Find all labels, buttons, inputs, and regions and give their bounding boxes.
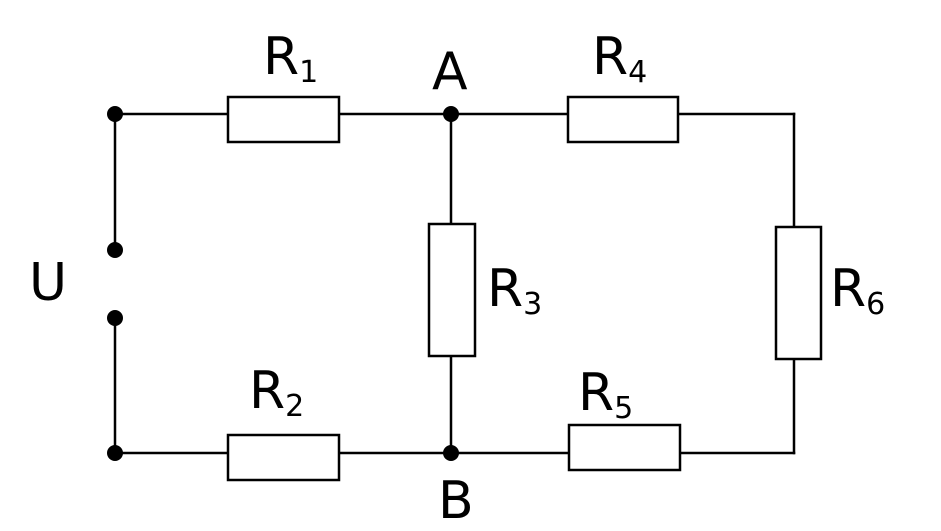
resistor-label-r6-symbol: R [830, 259, 866, 319]
labels: U A B R1 R4 R3 R6 R2 R5 [29, 27, 885, 531]
resistor-label-r6-index: 6 [866, 287, 885, 322]
resistor-r6 [774, 225, 823, 361]
source-terminal-lower-dot [107, 310, 123, 326]
resistor-label-r5-symbol: R [578, 363, 614, 423]
source-label: U [29, 253, 67, 313]
resistor-label-r1-symbol: R [263, 27, 299, 87]
resistor-label-r4-index: 4 [628, 55, 647, 90]
resistor-label-r2: R2 [249, 361, 304, 424]
resistor-label-r4-symbol: R [592, 27, 628, 87]
resistor-label-r3: R3 [487, 259, 542, 322]
resistor-r2 [226, 433, 341, 482]
node-b-label: B [438, 471, 474, 531]
resistor-label-r1: R1 [263, 27, 318, 90]
terminal-top-left-dot [107, 106, 123, 122]
resistor-r5 [567, 423, 682, 472]
resistor-label-r3-symbol: R [487, 259, 523, 319]
resistor-label-r3-index: 3 [523, 287, 542, 322]
resistor-r3 [427, 222, 477, 358]
connection-dots [107, 106, 459, 461]
resistor-r4 [566, 95, 680, 144]
source-terminal-upper-dot [107, 242, 123, 258]
node-a-dot [443, 106, 459, 122]
resistor-label-r5: R5 [578, 363, 633, 426]
resistor-bodies [226, 95, 823, 482]
resistor-label-r6: R6 [830, 259, 885, 322]
resistor-label-r2-index: 2 [285, 389, 304, 424]
wires [113, 112, 796, 455]
node-b-dot [443, 445, 459, 461]
resistor-label-r2-symbol: R [249, 361, 285, 421]
resistor-label-r4: R4 [592, 27, 647, 90]
terminal-bottom-left-dot [107, 445, 123, 461]
resistor-label-r1-index: 1 [299, 55, 318, 90]
resistor-r1 [226, 95, 341, 144]
resistor-label-r5-index: 5 [614, 391, 633, 426]
node-a-label: A [432, 42, 468, 102]
